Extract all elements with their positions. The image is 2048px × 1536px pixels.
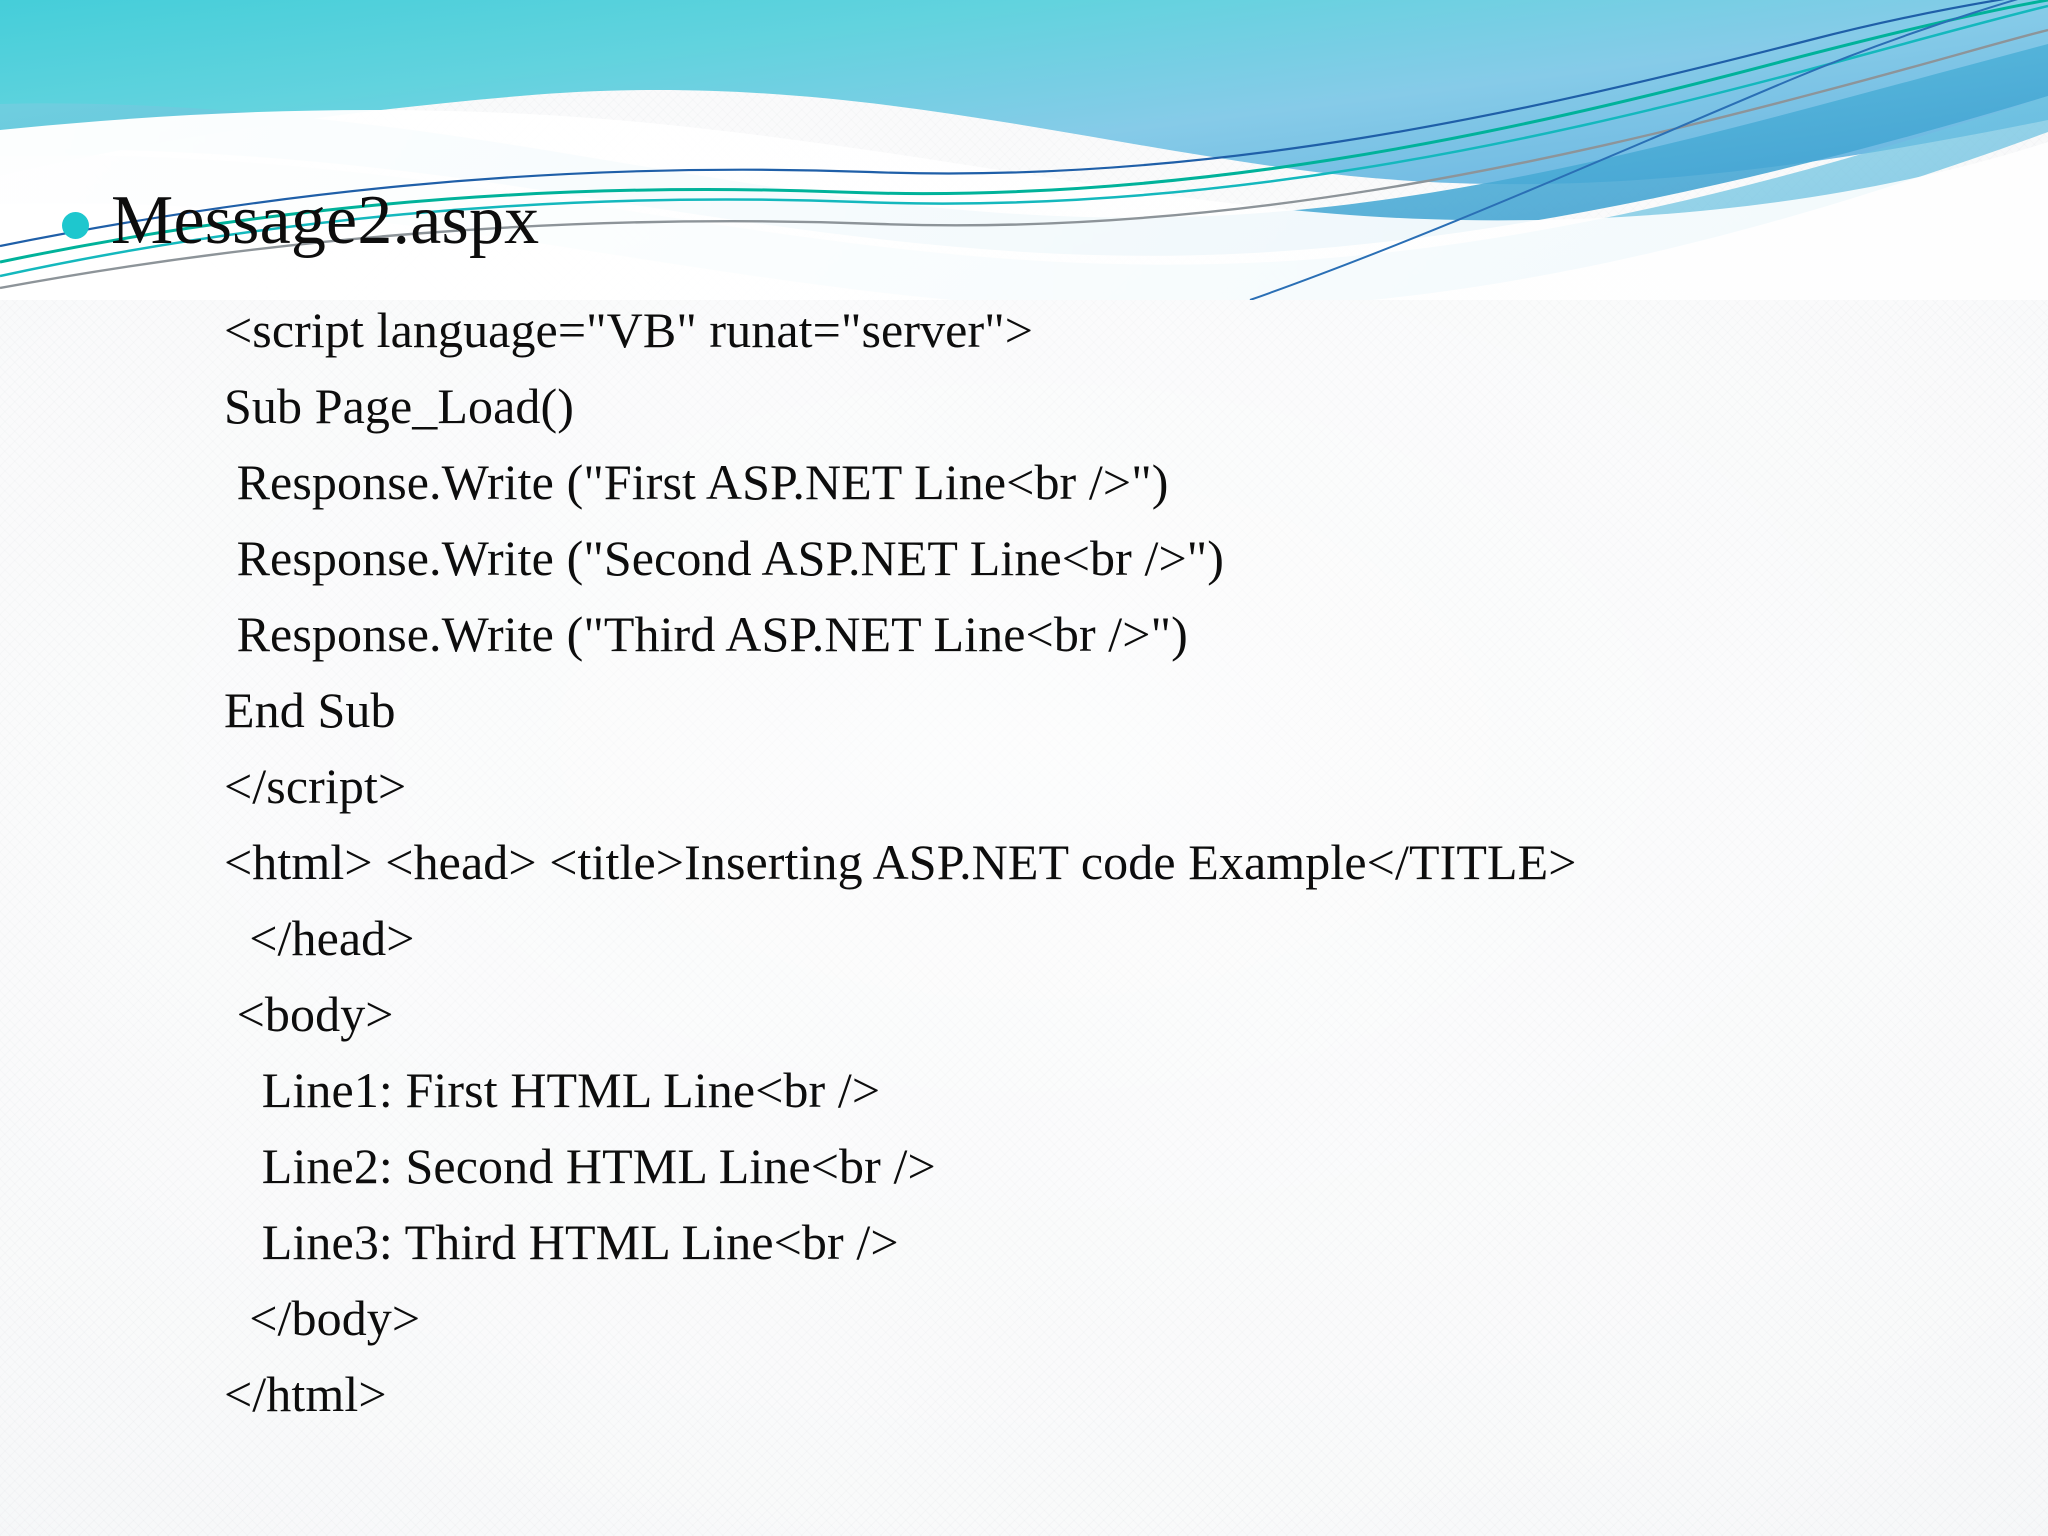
code-line: </script> [224, 758, 407, 814]
code-line: Line3: Third HTML Line<br /> [224, 1214, 899, 1270]
code-line: </body> [224, 1290, 421, 1346]
code-line: Sub Page_Load() [224, 378, 575, 434]
code-line: End Sub [224, 682, 396, 738]
code-line: Line1: First HTML Line<br /> [224, 1062, 881, 1118]
code-line: Line2: Second HTML Line<br /> [224, 1138, 936, 1194]
bullet-point-icon [62, 212, 89, 239]
code-line: <html> <head> <title>Inserting ASP.NET c… [224, 834, 1577, 890]
code-line: Response.Write ("Second ASP.NET Line<br … [224, 530, 1225, 586]
code-line: </head> [224, 910, 415, 966]
code-line: <script language="VB" runat="server"> [224, 302, 1034, 358]
code-line: Response.Write ("First ASP.NET Line<br /… [224, 454, 1169, 510]
code-line: <body> [224, 986, 394, 1042]
code-line: </html> [224, 1366, 387, 1422]
code-listing: <script language="VB" runat="server"> Su… [224, 292, 1984, 1432]
code-line: Response.Write ("Third ASP.NET Line<br /… [224, 606, 1188, 662]
title-bullet-row: Message2.aspx [62, 186, 539, 256]
page-title: Message2.aspx [111, 182, 540, 259]
